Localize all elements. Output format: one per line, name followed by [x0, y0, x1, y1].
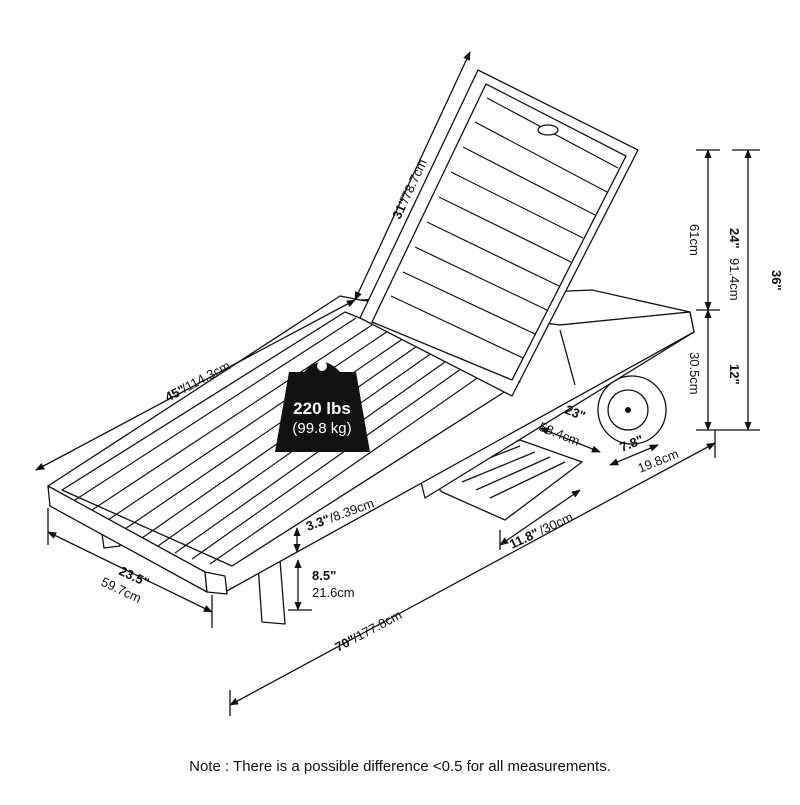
tray-length-inch: 23"	[563, 402, 588, 424]
tray-width-inch: 11.8"	[507, 525, 541, 552]
label-back-height-cm: 61cm	[687, 224, 702, 256]
total-height-inch: 36"	[769, 270, 784, 291]
weight-kg: (99.8 kg)	[292, 420, 351, 437]
wheel-cm: 19.8cm	[636, 446, 681, 476]
leg-height-cm: 21.6cm	[312, 585, 355, 600]
seat-height-inch: 12"	[727, 364, 742, 385]
label-total-height: 36"	[769, 270, 784, 291]
tray-length-cm: 58.4cm	[537, 419, 582, 449]
label-tray-width: 11.8" /30cm	[507, 509, 575, 552]
label-back-height: 24"	[727, 228, 742, 249]
label-seat-height-cm: 30.5cm	[687, 352, 702, 395]
width-line	[47, 531, 213, 613]
measurement-note: Note : There is a possible difference <0…	[189, 758, 611, 775]
seat-height-cm: 30.5cm	[687, 352, 702, 395]
label-tray-length: 23"	[563, 402, 588, 424]
dimension-lines	[35, 51, 760, 716]
total-length-cm: /177.8cm	[350, 607, 404, 645]
total-length-line	[229, 442, 716, 706]
weight-lbs: 220 lbs	[293, 399, 351, 418]
back-height-cm: 61cm	[687, 224, 702, 256]
label-total-length: 70" /177.8cm	[332, 607, 404, 655]
weight-capacity-badge: 220 lbs (99.8 kg)	[275, 361, 370, 452]
left-end-post	[204, 571, 228, 595]
seat-length-line	[35, 299, 356, 471]
back-length-line	[354, 51, 471, 301]
backrest-handle	[537, 124, 559, 136]
backrest-support	[559, 329, 576, 386]
back-height-inch: 24"	[727, 228, 742, 249]
label-wheel-cm: 19.8cm	[636, 446, 681, 476]
total-height-cm: 91.4cm	[727, 258, 742, 301]
label-seat-height: 12"	[727, 364, 742, 385]
tray-width-cm: /30cm	[537, 509, 575, 538]
label-total-height-cm: 91.4cm	[727, 258, 742, 301]
leg-height-inch: 8.5"	[312, 568, 336, 583]
label-tray-length-cm: 58.4cm	[537, 419, 582, 449]
wheel-axle	[625, 407, 631, 413]
lounger-drawing	[47, 69, 695, 625]
